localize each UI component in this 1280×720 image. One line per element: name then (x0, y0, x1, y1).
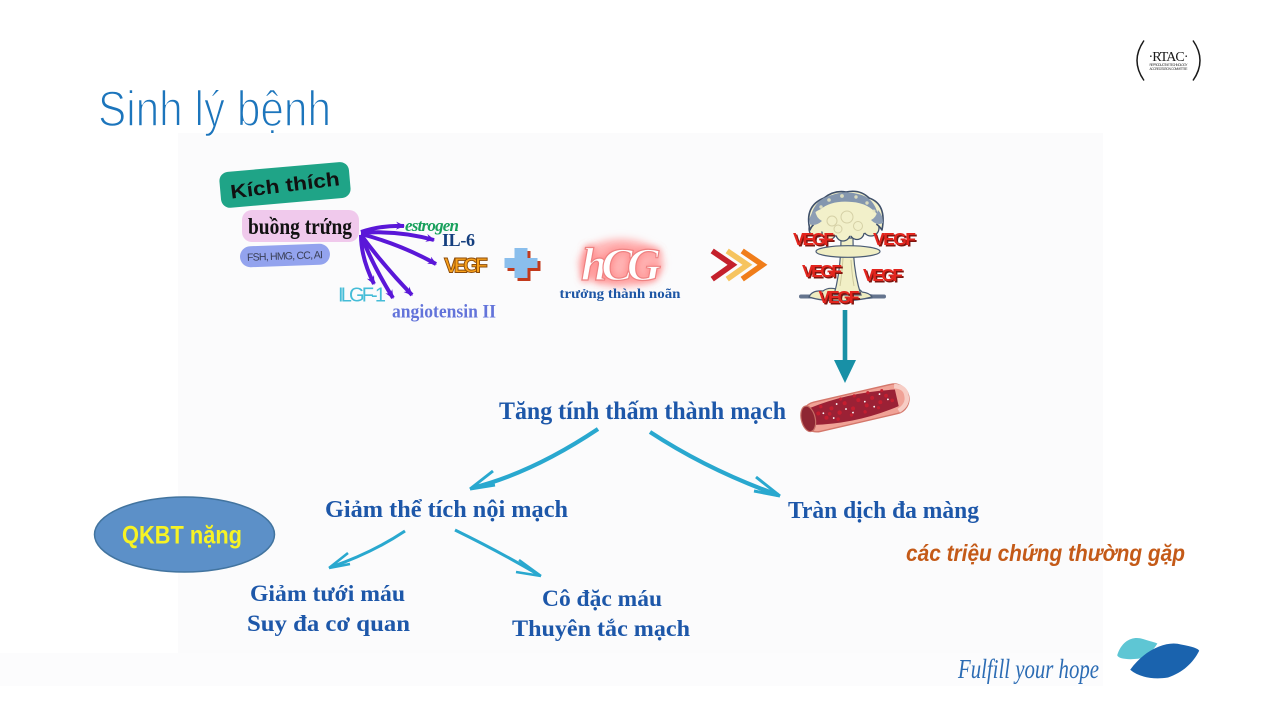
svg-text:VEGF: VEGF (804, 263, 844, 283)
svg-text:Giảm tưới máu: Giảm tưới máu (250, 581, 405, 606)
svg-text:Suy đa cơ quan: Suy đa cơ quan (247, 611, 410, 636)
svg-text:buồng trứng: buồng trứng (248, 214, 352, 239)
svg-text:QKBT nặng: QKBT nặng (122, 522, 242, 550)
svg-text:VEGF: VEGF (819, 287, 860, 307)
svg-text:Thuyên tắc mạch: Thuyên tắc mạch (512, 616, 690, 641)
svg-text:REPRODUCTIVE TECHNOLOGY: REPRODUCTIVE TECHNOLOGY (1150, 63, 1189, 67)
svg-text:VEGF: VEGF (820, 289, 861, 309)
svg-text:ILGF-1: ILGF-1 (338, 285, 386, 307)
svg-text:ACCREDITATION COMMITTEE: ACCREDITATION COMMITTEE (1150, 67, 1188, 71)
svg-text:Fulfill your hope: Fulfill your hope (957, 654, 1099, 684)
svg-text:hCG: hCG (581, 239, 661, 291)
svg-text:·RTAC·: ·RTAC· (1149, 50, 1189, 65)
svg-text:IL-6: IL-6 (442, 230, 475, 250)
svg-text:estrogen: estrogen (405, 216, 459, 235)
svg-text:trưởng thành noãn: trưởng thành noãn (560, 287, 681, 302)
svg-text:VEGF: VEGF (863, 265, 903, 285)
svg-text:Giảm thể tích nội mạch: Giảm thể tích nội mạch (325, 497, 568, 523)
svg-text:Sinh lý bệnh: Sinh lý bệnh (98, 81, 331, 137)
svg-text:Tăng tính thấm thành mạch: Tăng tính thấm thành mạch (499, 398, 786, 425)
svg-text:VEGF: VEGF (802, 261, 842, 281)
svg-text:angiotensin II: angiotensin II (392, 302, 496, 323)
svg-text:hCG: hCG (581, 239, 661, 291)
svg-text:VEGF: VEGF (875, 231, 918, 251)
svg-text:VEGF: VEGF (444, 255, 488, 278)
svg-text:VEGF: VEGF (793, 229, 834, 249)
svg-text:FSH, HMG, CC, AI: FSH, HMG, CC, AI (247, 249, 323, 264)
svg-text:các triệu chứng thường gặp: các triệu chứng thường gặp (906, 540, 1185, 566)
svg-text:VEGF: VEGF (873, 229, 916, 249)
svg-text:VEGF: VEGF (795, 231, 836, 251)
svg-text:Tràn dịch đa màng: Tràn dịch đa màng (788, 498, 979, 524)
svg-text:VEGF: VEGF (865, 267, 905, 287)
svg-text:hCG: hCG (581, 239, 661, 291)
svg-text:Cô đặc máu: Cô đặc máu (542, 586, 662, 611)
